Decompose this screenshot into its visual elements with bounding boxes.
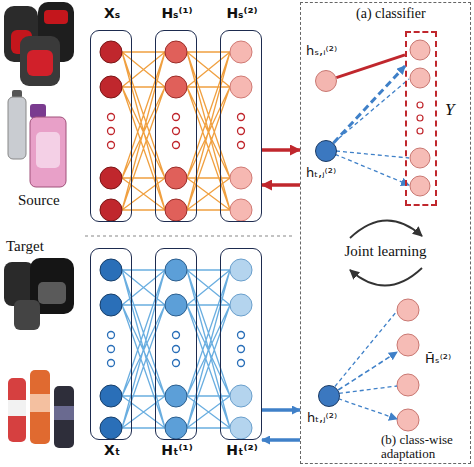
bottle-label [54,406,74,420]
feature-circle: hₛ,ᵢ⁽²⁾ [315,70,337,92]
tumbler-photo [30,117,66,187]
layer-column: Xₜ [90,248,132,440]
node-label: Hₛ⁽²⁾ [206,6,278,21]
bottle-photo [30,370,50,444]
backpack-photo [4,262,34,306]
backpack-pocket [44,10,68,24]
label-set-box: Y [405,31,437,206]
connector-arrow [336,55,405,78]
node-label: Hₜ⁽²⁾ [206,443,278,458]
bottle-label [30,394,50,412]
bottle-label [8,400,26,416]
feature-group: H̄ₛ⁽²⁾ [397,300,421,432]
node-label: Y [445,101,454,120]
annotation-label: Joint learning [338,243,433,260]
layer-column: Xₛ [90,30,132,222]
layer-column: Hₛ⁽²⁾ [220,30,262,222]
connector-arrow [334,66,406,143]
separator-line [85,235,292,236]
connector-arrow [262,438,300,442]
node-label: hₜ,ⱼ⁽²⁾ [306,166,336,180]
bottle-photo [8,97,26,159]
backpack-pocket [27,50,53,76]
cycle-arrow [350,220,422,238]
backpack-photo [20,36,60,86]
layer-column: Hₜ⁽²⁾ [220,248,262,440]
backpack-pocket [38,282,66,304]
fan-lines [333,79,409,185]
node-label: hₛ,ᵢ⁽²⁾ [306,44,337,58]
feature-circle: hₜ,ⱼ⁽²⁾ [315,140,337,162]
node-label: H̄ₛ⁽²⁾ [425,352,451,366]
node-label: Xₜ [76,443,148,458]
network-weights [187,270,230,428]
network-weights [122,270,165,428]
annotation-label: Source [18,192,60,209]
panel-box: (a) classifier (b) class-wise adaptation h… [300,2,471,464]
source-mean-circles [397,299,419,431]
connector-arrow [262,408,300,412]
layer-column: Hₛ⁽¹⁾ [155,30,197,222]
layer-column: Hₜ⁽¹⁾ [155,248,197,440]
node-label: Hₜ⁽¹⁾ [141,443,213,458]
ellipsis-classes [417,102,423,134]
node-label: (b) class-wise adaptation [381,433,469,462]
tumbler-print [36,132,60,168]
annotation-label: Target [6,238,44,255]
cycle-arrow [350,268,422,286]
bottle-photo [8,378,26,442]
bottle-cap [30,104,46,118]
class-circles [410,40,430,196]
network-weights [187,52,230,210]
ellipsis-neurons [108,332,245,367]
ellipsis-neurons [108,114,245,149]
feature-circle: hₜ,ⱼ⁽²⁾ [318,385,340,407]
node-label: (a) classifier [356,6,466,21]
network-weights [122,52,165,210]
connector-arrow [338,352,397,390]
node-label: Hₛ⁽¹⁾ [141,6,213,21]
bottle-photo [54,386,74,448]
backpack-photo [14,300,40,330]
node-label: hₜ,ⱼ⁽²⁾ [307,411,337,425]
node-label: Xₛ [76,6,148,21]
connector-arrow [262,148,300,152]
connector-arrow [262,183,300,187]
fan-lines [335,311,397,419]
